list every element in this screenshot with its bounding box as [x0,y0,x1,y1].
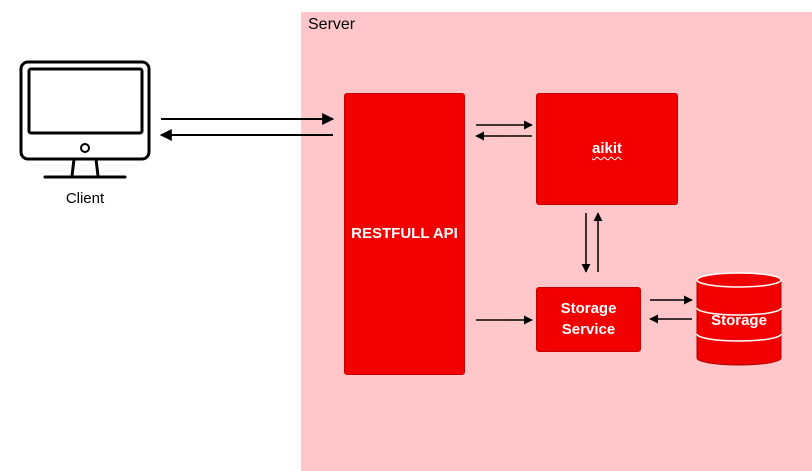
storage-service-label: Storage Service [560,300,617,338]
client-label: Client [65,190,105,207]
restful-api-block: RESTFULL API [344,93,465,375]
storage-service-block: Storage Service [536,287,641,352]
aikit-label: aikit [591,139,622,157]
server-label: Server [308,16,356,33]
aikit-block: aikit [536,93,678,205]
desktop-computer-icon [19,60,151,179]
database-cylinder-icon [696,272,782,366]
storage-label: Storage [711,312,767,329]
restful-api-label: RESTFULL API [351,224,458,242]
